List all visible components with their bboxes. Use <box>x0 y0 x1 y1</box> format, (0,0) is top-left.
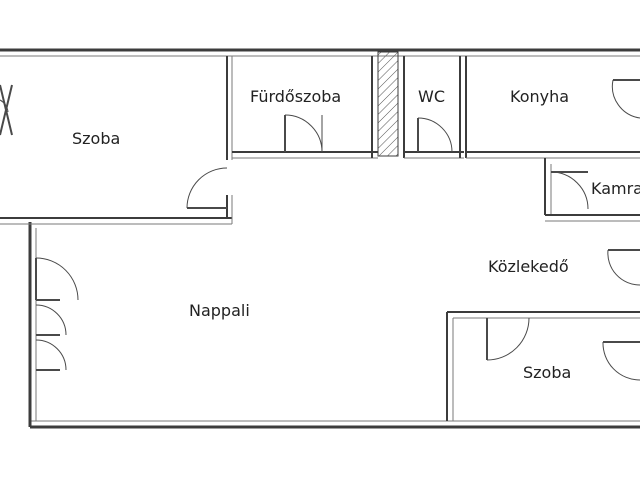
label-furdoszoba: Fürdőszoba <box>250 87 341 106</box>
room-furdoszoba <box>232 56 378 159</box>
label-kamra: Kamra <box>591 179 640 198</box>
label-nappali: Nappali <box>189 301 250 320</box>
door-wc <box>417 117 453 153</box>
room-szoba-top <box>0 56 233 225</box>
label-szoba-top: Szoba <box>72 129 120 148</box>
door-nappali-left <box>35 257 79 371</box>
label-konyha: Konyha <box>510 87 569 106</box>
door-szoba-bottom-right <box>602 341 640 381</box>
door-kamra <box>550 171 589 210</box>
label-kozlekedo: Közlekedő <box>488 257 569 276</box>
door-konyha <box>611 79 640 119</box>
room-szoba-bottom <box>446 311 640 421</box>
label-szoba-bottom: Szoba <box>523 363 571 382</box>
door-kozlekedo <box>607 249 640 286</box>
door-szoba-bottom <box>486 317 530 361</box>
room-konyha <box>465 56 640 159</box>
room-wc <box>403 56 464 159</box>
label-wc: WC <box>418 87 445 106</box>
shaft-hatch <box>377 51 399 157</box>
door-szoba-top <box>186 167 228 209</box>
room-kamra <box>544 158 640 222</box>
door-furdoszoba <box>284 114 323 153</box>
